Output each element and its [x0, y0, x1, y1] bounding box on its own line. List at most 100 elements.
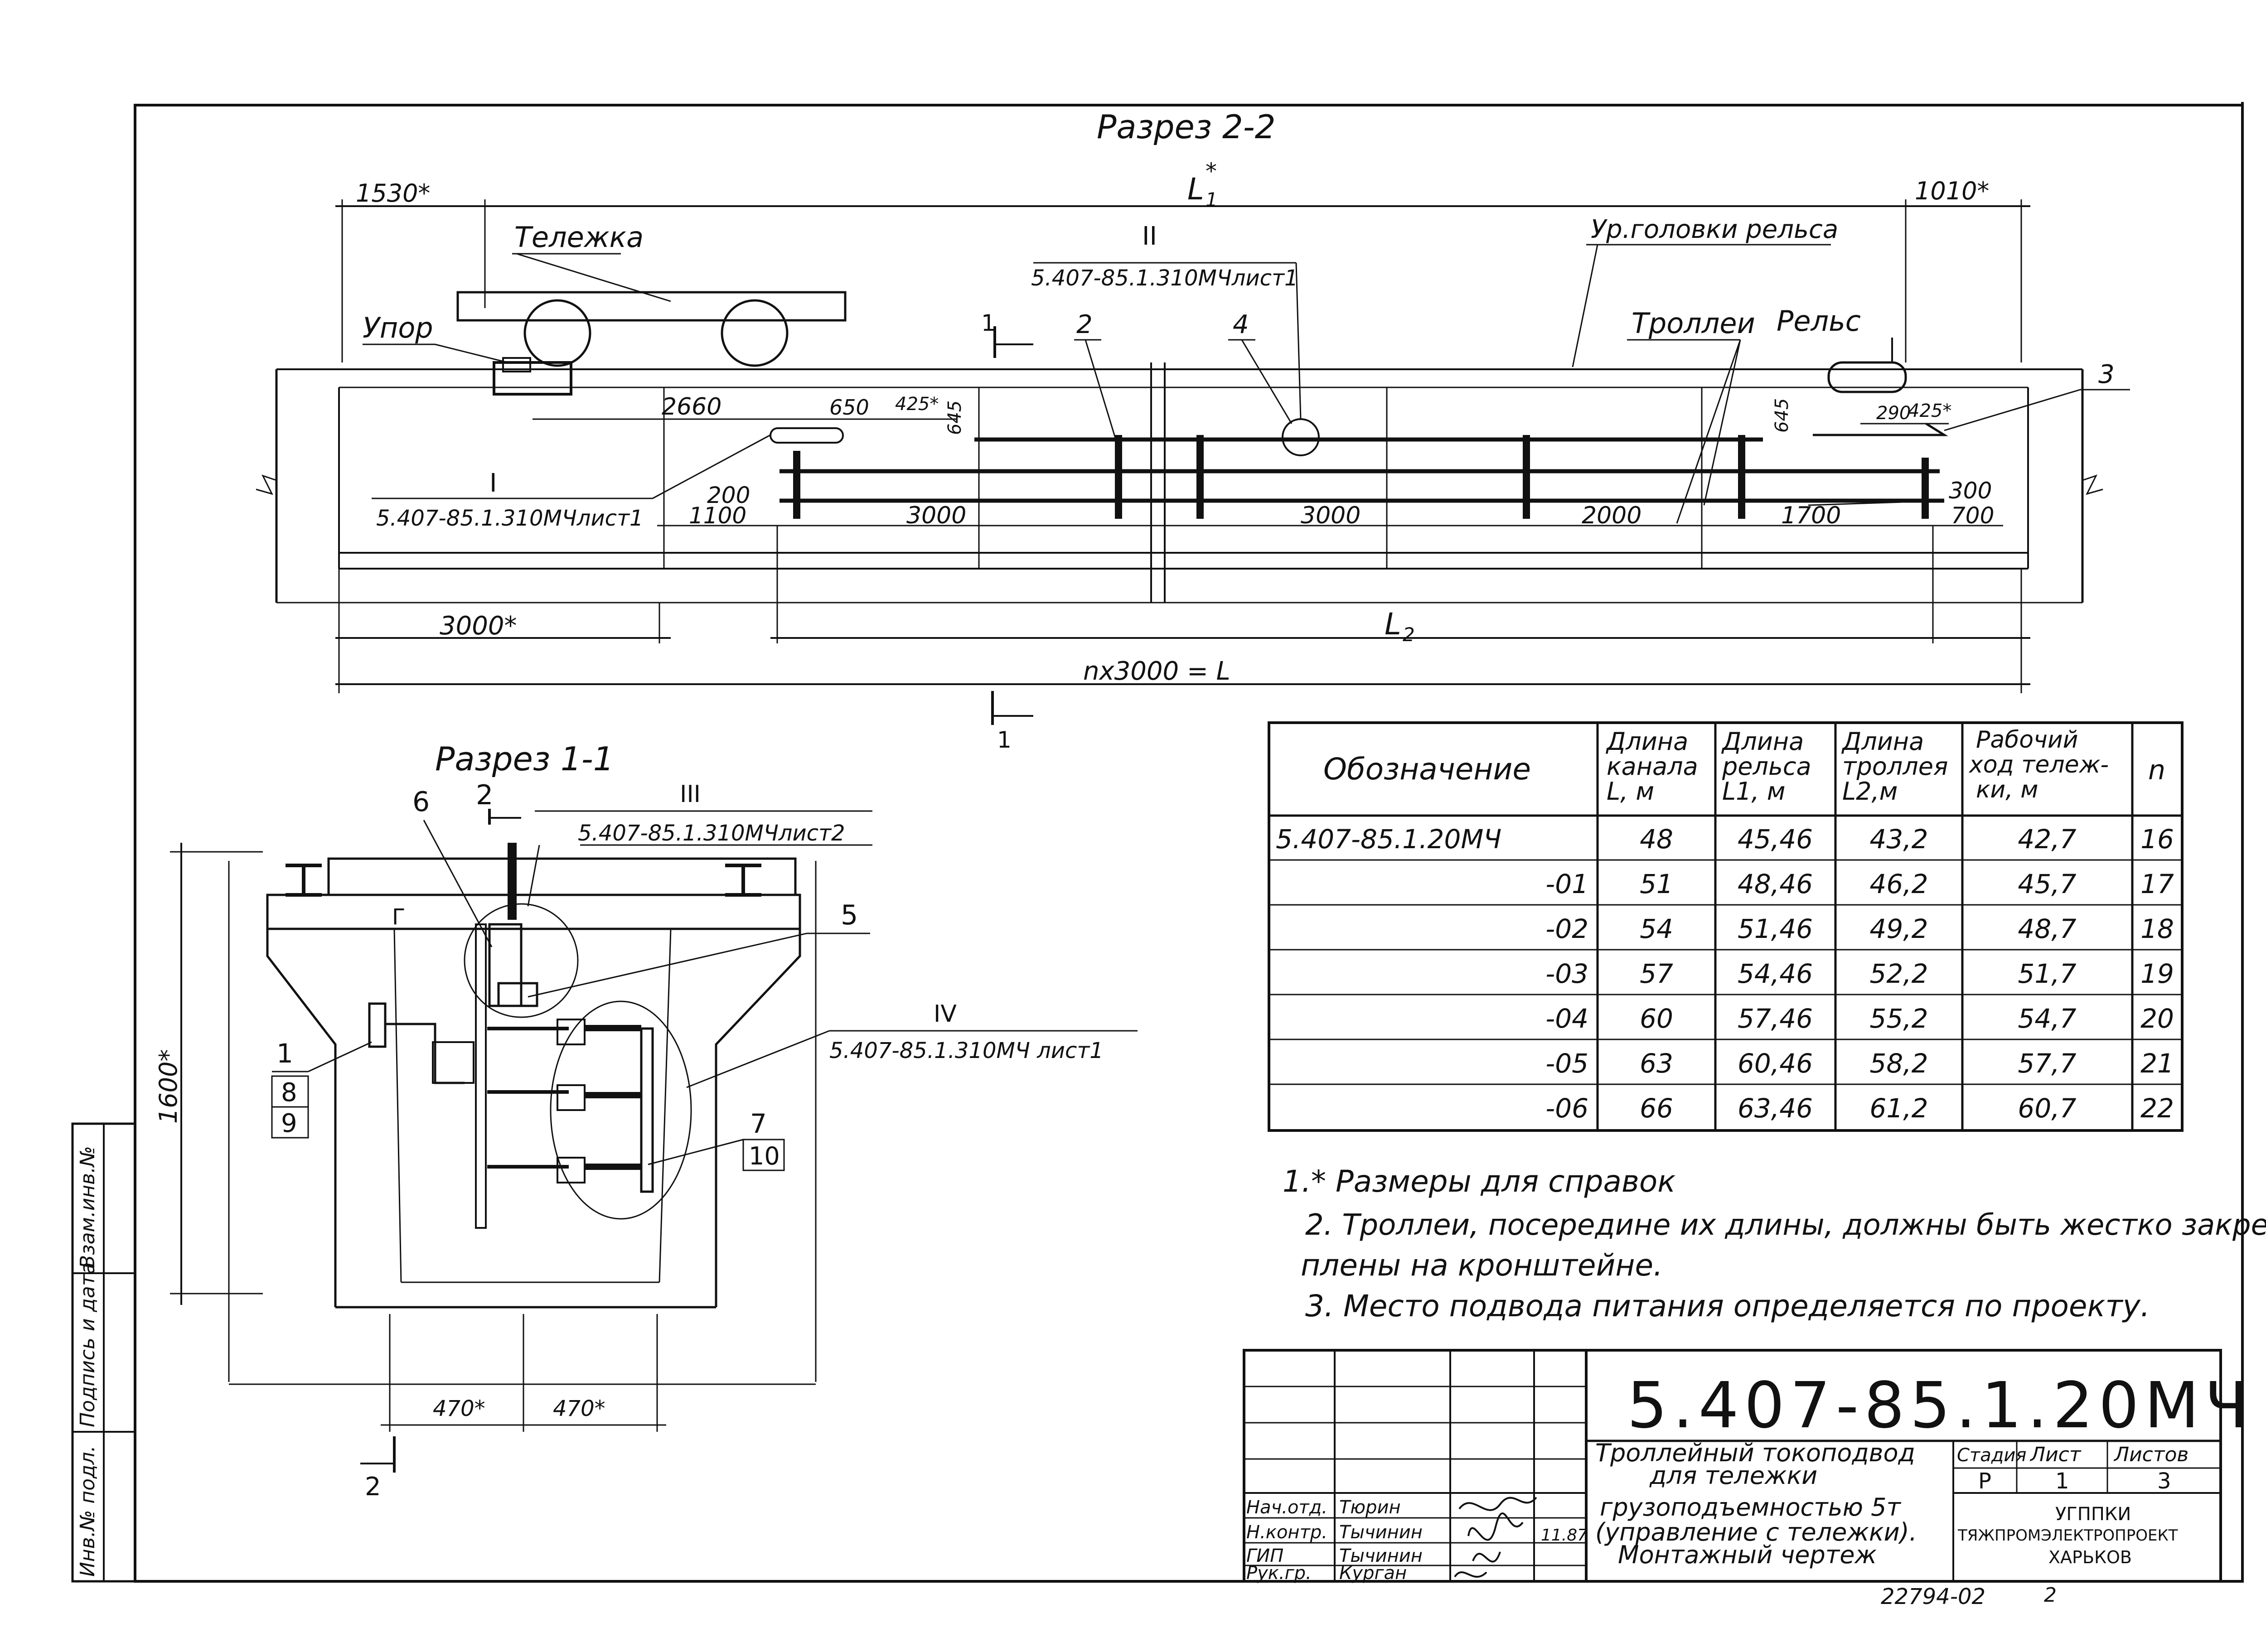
- label-rail: Рельс: [1777, 304, 1861, 338]
- label-rail-head-level: Ур.головки рельса: [1591, 215, 1838, 244]
- dim-1700: 1700: [1781, 502, 1841, 529]
- note-2-cont: плены на кронштейне.: [1301, 1248, 1663, 1283]
- svg-text:Н.контр.: Н.контр.: [1246, 1522, 1327, 1543]
- callout-5: 5: [841, 899, 858, 931]
- th-rail-length: Длина рельса L1, м: [1721, 727, 1811, 806]
- dim-1010: 1010*: [1915, 177, 1989, 205]
- spec-cell: 45,7: [2018, 869, 2076, 899]
- svg-text:Длина: Длина: [1721, 727, 1804, 756]
- svg-text:Рук.гр.: Рук.гр.: [1246, 1563, 1312, 1584]
- svg-text:Тюрин: Тюрин: [1339, 1497, 1401, 1518]
- svg-text:L1, м: L1, м: [1722, 777, 1786, 806]
- dim-470b: 470*: [553, 1396, 605, 1421]
- spec-cell: 52,2: [1869, 958, 1928, 989]
- spec-cell: 54,7: [2018, 1003, 2076, 1034]
- dim-1600: 1600*: [154, 1049, 183, 1124]
- dim-3000a: 3000: [906, 502, 966, 529]
- spec-cell: 48,7: [2018, 913, 2076, 944]
- spec-row-designation: -04: [1545, 1003, 1588, 1034]
- dim-300: 300: [1949, 478, 1992, 504]
- roman-IV: IV: [934, 1000, 957, 1028]
- callout-10: 10: [749, 1142, 780, 1170]
- dim-2660: 2660: [662, 393, 721, 420]
- spec-cell: 54: [1640, 913, 1673, 944]
- callout-3: 3: [2098, 360, 2115, 389]
- ref-III: 5.407-85.1.310МЧлист2: [578, 821, 845, 846]
- cut-1-bottom: 1: [997, 727, 1012, 753]
- svg-text:Тычинин: Тычинин: [1339, 1522, 1423, 1543]
- spec-cell: 60,46: [1738, 1048, 1813, 1079]
- svg-text:L2,м: L2,м: [1842, 777, 1898, 806]
- svg-text:рельса: рельса: [1722, 752, 1811, 781]
- dim-L1-sub: 1: [1206, 188, 1218, 211]
- notes: 1.* Размеры для справок 2. Троллеи, посе…: [1283, 1164, 2266, 1324]
- spec-cell: 58,2: [1869, 1048, 1928, 1079]
- svg-text:Тычинин: Тычинин: [1339, 1546, 1423, 1566]
- spec-cell: 57,7: [2018, 1048, 2076, 1079]
- section-2-2: Разрез 2-2 1530* L 1 * 1010*: [256, 108, 2130, 753]
- spec-cell: 42,7: [2018, 824, 2076, 855]
- sheet-header: Лист: [2029, 1443, 2082, 1466]
- dim-L1-star: *: [1206, 158, 1217, 184]
- sign-date: 11.87: [1541, 1526, 1588, 1545]
- th-n: n: [2148, 754, 2165, 786]
- spec-cell: 66: [1640, 1093, 1673, 1124]
- dim-425b: 425*: [1908, 401, 1951, 421]
- spec-row-designation: -05: [1545, 1048, 1588, 1079]
- svg-text:Длина: Длина: [1606, 727, 1688, 756]
- svg-text:грузоподъемностью 5т: грузоподъемностью 5т: [1600, 1493, 1901, 1522]
- svg-text:Длина: Длина: [1841, 727, 1924, 756]
- spec-cell: 45,46: [1738, 824, 1813, 855]
- side-stamp-sign: Подпись и дата: [76, 1262, 99, 1427]
- spec-cell: 51,46: [1738, 913, 1813, 944]
- title-block: 5.407-85.1.20МЧ Троллейный токоподвод дл…: [1243, 1349, 2253, 1584]
- callout-6: 6: [412, 786, 430, 818]
- side-stamp: Инв.№ подл. Подпись и дата Взам.инв.№: [71, 1122, 136, 1583]
- ref-II: 5.407-85.1.310МЧлист1: [1031, 266, 1298, 291]
- svg-text:ТЯЖПРОМЭЛЕКТРОПРОЕКТ: ТЯЖПРОМЭЛЕКТРОПРОЕКТ: [1957, 1526, 2178, 1545]
- th-working-travel: Рабочий ход тележ- ки, м: [1968, 726, 2109, 803]
- callout-8: 8: [281, 1078, 297, 1107]
- spec-cell: 60: [1640, 1003, 1673, 1034]
- svg-text:УГППКИ: УГППКИ: [2055, 1504, 2131, 1525]
- dim-425a: 425*: [895, 394, 939, 415]
- note-3: 3. Место подвода питания определяется по…: [1305, 1289, 2150, 1324]
- dim-3000b: 3000: [1301, 502, 1361, 529]
- sheet-frame: [134, 102, 2244, 1583]
- spec-row-designation: -03: [1545, 958, 1588, 989]
- spec-row-designation: -01: [1545, 869, 1588, 899]
- svg-text:для тележки: для тележки: [1649, 1461, 1817, 1490]
- dim-650: 650: [829, 395, 869, 420]
- spec-cell: 48,46: [1738, 869, 1813, 899]
- spec-cell: 46,2: [1869, 869, 1928, 899]
- spec-cell: 20: [2140, 1003, 2174, 1034]
- dim-200: 200: [707, 482, 750, 508]
- spec-cell: 43,2: [1869, 824, 1928, 855]
- spec-row-lines: [1269, 859, 2182, 1085]
- label-stop: Упор: [363, 311, 433, 344]
- brackets: [793, 435, 1929, 519]
- spec-cell: 60,7: [2018, 1093, 2076, 1124]
- ref-I: 5.407-85.1.310МЧлист1: [376, 506, 644, 531]
- callout-2-s11: 2: [476, 779, 493, 811]
- th-designation: Обозначение: [1323, 752, 1531, 787]
- spec-cell: 55,2: [1869, 1003, 1928, 1034]
- roman-II: II: [1142, 222, 1157, 251]
- spec-cell: 57,46: [1738, 1003, 1813, 1034]
- spec-cell: 16: [2140, 824, 2174, 855]
- dim-3000-star: 3000*: [440, 611, 517, 641]
- spec-cell: 63: [1640, 1048, 1673, 1079]
- svg-text:Монтажный чертеж: Монтажный чертеж: [1618, 1541, 1877, 1569]
- svg-text:ки, м: ки, м: [1976, 776, 2038, 803]
- svg-text:Троллейный токоподвод: Троллейный токоподвод: [1595, 1439, 1915, 1467]
- label-trolley: Тележка: [514, 221, 644, 254]
- dim-645a: 645: [944, 401, 965, 435]
- handwritten-signatures: [1454, 1497, 1537, 1578]
- signatures: Нач.отд. Тюрин Н.контр. Тычинин ГИП Тычи…: [1246, 1497, 1588, 1584]
- section-1-1-title: Разрез 1-1: [435, 740, 614, 778]
- stage-value: Р: [1978, 1468, 1991, 1494]
- drawing-code: 5.407-85.1.20МЧ: [1627, 1369, 2253, 1443]
- spec-cell: 51: [1640, 869, 1673, 899]
- spec-row-designation: -02: [1545, 913, 1588, 944]
